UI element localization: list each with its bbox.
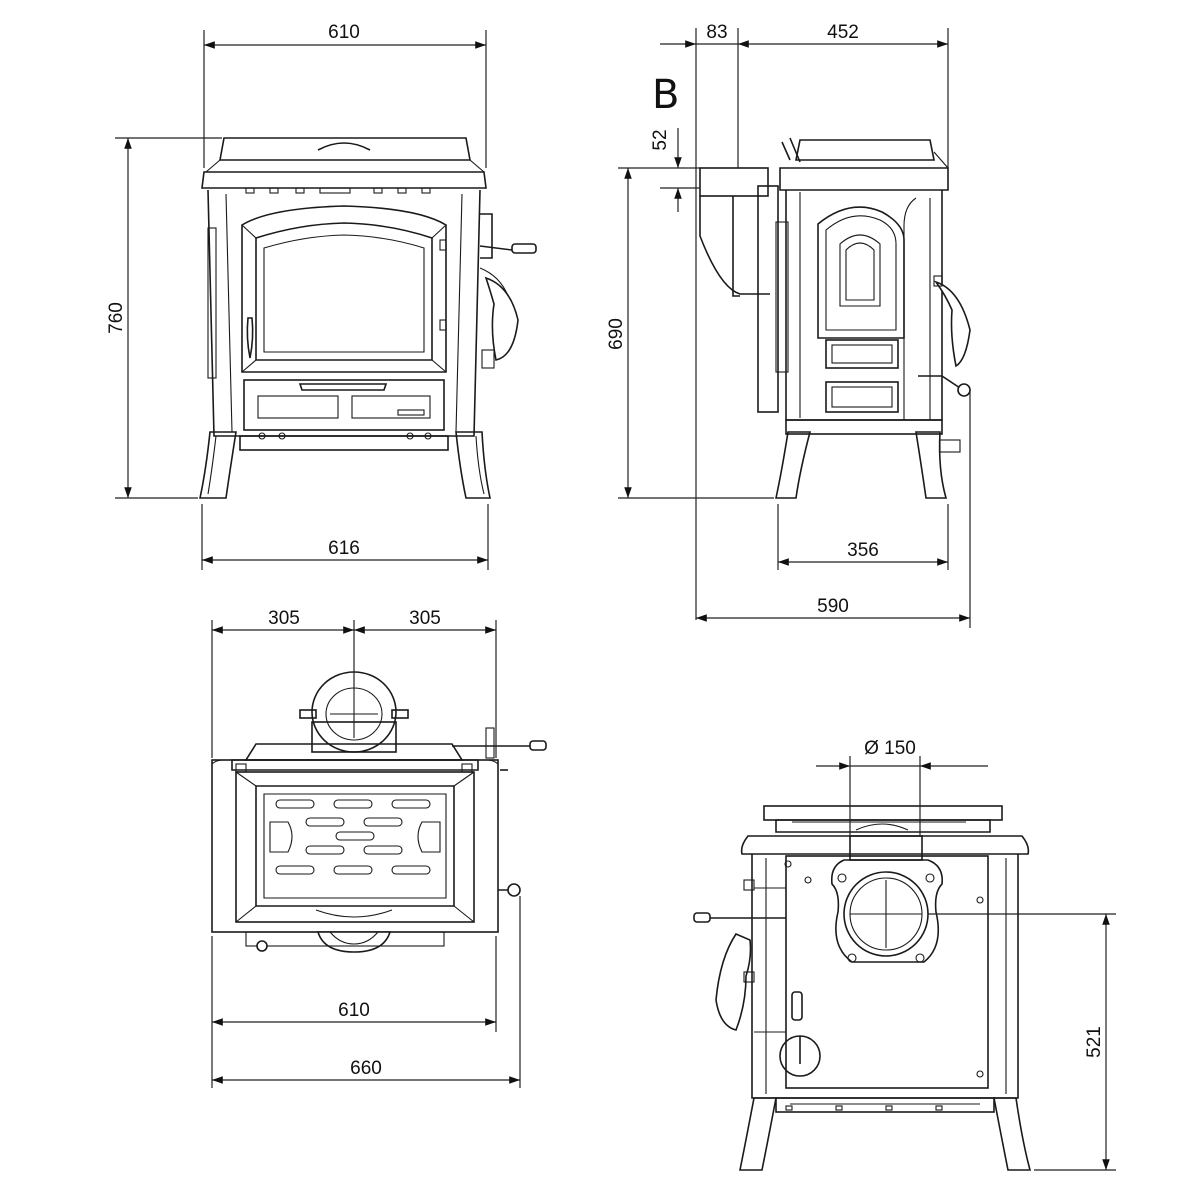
rear-flue-height-label: 521 [1084, 1026, 1105, 1058]
top-view [211, 671, 547, 953]
side-depth-base-label: 356 [847, 540, 879, 561]
rear-flue-diameter-label: Ø 150 [864, 738, 916, 759]
side-depth-total-label: 590 [817, 596, 849, 617]
top-half-left-label: 305 [268, 608, 300, 629]
side-offset-small-label: 52 [650, 129, 671, 150]
top-width-outer-label: 660 [350, 1058, 382, 1079]
side-view [699, 137, 971, 499]
side-dimensions [618, 28, 971, 628]
top-width-inner-label: 610 [338, 1000, 370, 1021]
top-dimensions [211, 620, 521, 1088]
rear-dimensions [816, 756, 1116, 1171]
front-width-base-label: 616 [328, 538, 360, 559]
side-height-label: 690 [606, 318, 627, 350]
front-dimensions [115, 30, 489, 570]
front-height-label: 760 [106, 302, 127, 334]
rear-view [693, 805, 1032, 1171]
side-depth-top-label: 452 [827, 22, 859, 43]
front-view [199, 137, 537, 499]
top-half-right-label: 305 [409, 608, 441, 629]
front-width-top-label: 610 [328, 22, 360, 43]
side-offset-label: 83 [706, 22, 727, 43]
side-view-label: B [652, 72, 679, 118]
